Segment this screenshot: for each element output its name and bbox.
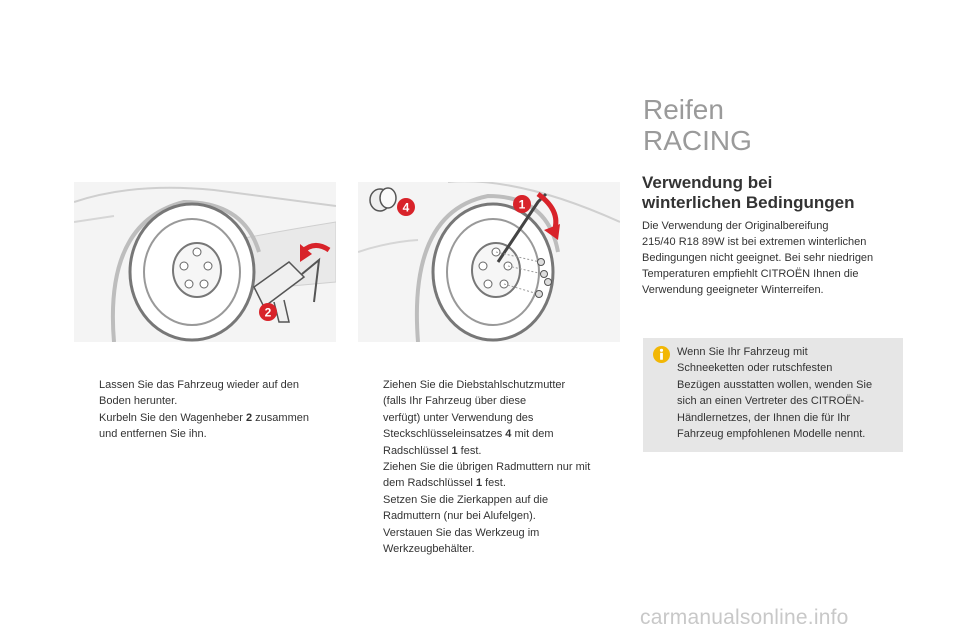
step-line: Boden herunter. <box>99 395 178 408</box>
steps-left: Lassen Sie das Fahrzeug wieder auf den B… <box>77 377 347 443</box>
step-text: Steckschlüsseleinsatzes <box>383 428 506 441</box>
step-line: Verstauen Sie das Werkzeug im <box>383 526 540 539</box>
section-title-line2: RACING <box>643 125 752 156</box>
subsection-heading: Verwendung bei winterlichen Bedingungen <box>642 173 932 213</box>
step-line: dem Radschlüssel 1 fest. <box>383 475 631 491</box>
illustration-tighten-nuts: 1 4 <box>358 182 620 342</box>
step-line: und entfernen Sie ihn. <box>99 428 207 441</box>
body-line: Die Verwendung der Originalbereifung <box>642 220 829 232</box>
illustration-lower-jack-drawing: 2 <box>74 182 336 342</box>
info-box: Wenn Sie Ihr Fahrzeug mit Schneeketten o… <box>643 338 903 452</box>
section-title-line1: Reifen <box>643 94 724 125</box>
step-text: Radschlüssel <box>383 444 452 457</box>
step-ref-number: 2 <box>245 411 253 424</box>
callout-1: 1 <box>519 198 526 212</box>
info-line: Bezügen ausstatten wollen, wenden Sie <box>677 378 873 391</box>
body-line: 215/40 R18 89W ist bei extremen winterli… <box>642 236 867 248</box>
step-item: Verstauen Sie das Werkzeug im Werkzeugbe… <box>361 525 631 558</box>
step-ref-number: 1 <box>451 444 458 457</box>
illustration-tighten-nuts-drawing: 1 4 <box>358 182 620 342</box>
step-text: fest. <box>482 477 506 490</box>
step-line: Radmuttern (nur bei Alufelgen). <box>383 510 536 523</box>
info-line: Schneeketten oder rutschfesten <box>677 362 833 375</box>
step-line: Setzen Sie die Zierkappen auf die <box>383 493 549 506</box>
step-text: fest. <box>457 444 482 457</box>
step-item: Setzen Sie die Zierkappen auf die Radmut… <box>361 492 631 525</box>
step-text: dem Radschlüssel <box>383 477 476 490</box>
info-line: Fahrzeug empfohlenen Modelle nennt. <box>677 428 866 441</box>
step-line: (falls Ihr Fahrzeug über diese <box>383 395 527 408</box>
illustration-lower-jack: 2 <box>74 182 336 342</box>
step-line: verfügt) unter Verwendung des <box>383 411 534 424</box>
step-ref-number: 1 <box>475 477 483 490</box>
step-line: Ziehen Sie die Diebstahlschutzmutter <box>383 379 566 391</box>
step-item: Kurbeln Sie den Wagenheber 2 zusammen un… <box>77 410 347 443</box>
heading-line2: winterlichen Bedingungen <box>642 193 855 212</box>
step-line: Radschlüssel 1 fest. <box>383 443 631 459</box>
step-line: Lassen Sie das Fahrzeug wieder auf den <box>99 379 299 391</box>
step-line: Kurbeln Sie den Wagenheber 2 zusammen <box>99 410 347 426</box>
step-line: Werkzeugbehälter. <box>383 543 475 556</box>
step-line: Steckschlüsseleinsatzes 4 mit dem <box>383 426 631 442</box>
step-text: Kurbeln Sie den Wagenheber <box>99 411 246 424</box>
step-item: Ziehen Sie die übrigen Radmuttern nur mi… <box>361 459 631 492</box>
step-item: Lassen Sie das Fahrzeug wieder auf den B… <box>77 377 347 410</box>
step-line: Ziehen Sie die übrigen Radmuttern nur mi… <box>383 461 591 474</box>
step-ref-number: 4 <box>505 428 512 441</box>
watermark: carmanualsonline.info <box>640 606 849 629</box>
body-paragraph: Die Verwendung der Originalbereifung 215… <box>642 218 912 298</box>
body-line: Bedingungen nicht geeignet. Bei sehr nie… <box>642 252 874 264</box>
heading-line1: Verwendung bei <box>642 173 773 192</box>
steps-right: Ziehen Sie die Diebstahlschutzmutter (fa… <box>361 377 631 557</box>
info-text: Wenn Sie Ihr Fahrzeug mit Schneeketten o… <box>677 344 901 442</box>
body-line: Temperaturen empfiehlt CITROËN Ihnen die <box>642 268 859 280</box>
section-title: Reifen RACING <box>643 94 943 156</box>
info-line: Händlernetzes, der Ihnen die für Ihr <box>677 411 851 424</box>
body-line: Verwendung geeigneter Winterreifen. <box>642 284 824 296</box>
step-item: Ziehen Sie die Diebstahlschutzmutter (fa… <box>361 377 631 459</box>
step-text: mit dem <box>511 428 554 441</box>
step-text: zusammen <box>252 411 309 424</box>
callout-2: 2 <box>265 306 272 320</box>
info-icon <box>653 346 670 363</box>
info-line: Wenn Sie Ihr Fahrzeug mit <box>677 346 808 358</box>
info-line: sich an einen Vertreter des CITROËN- <box>677 395 865 408</box>
callout-4: 4 <box>403 201 410 215</box>
